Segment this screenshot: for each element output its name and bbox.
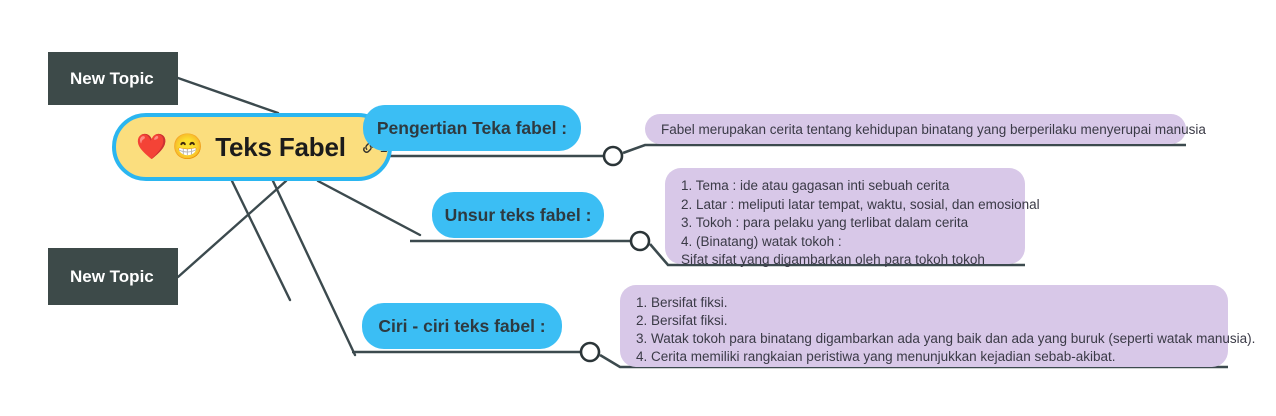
heart-icon: ❤️ xyxy=(136,132,168,161)
edge-branch-fan-2 xyxy=(271,179,357,357)
branch-node-handle-2 xyxy=(629,230,651,252)
grinning-face-icon: 😁 xyxy=(172,132,204,161)
topic-node-1[interactable]: New Topic xyxy=(48,52,178,105)
edge-topic-1 xyxy=(176,76,280,115)
edge-topic-2 xyxy=(176,179,288,279)
branch-node-handle-1 xyxy=(602,145,624,167)
note-line: 1. Tema : ide atau gagasan inti sebuah c… xyxy=(681,178,950,193)
note-line: 3. Watak tokoh para binatang digambarkan… xyxy=(636,331,1256,346)
branch-pill-unsur[interactable]: Unsur teks fabel : xyxy=(432,192,604,238)
note-line: Fabel merupakan cerita tentang kehidupan… xyxy=(661,121,1206,137)
edge-branch-fan-1 xyxy=(230,179,292,302)
branch-pill-pengertian-label: Pengertian Teka fabel : xyxy=(376,117,568,138)
edge-branch-1-underline xyxy=(622,143,1186,155)
branch-pill-unsur-label: Unsur teks fabel : xyxy=(444,204,592,225)
note-box-unsur[interactable]: 1. Tema : ide atau gagasan inti sebuah c… xyxy=(665,168,1040,267)
note-box-pengertian[interactable]: Fabel merupakan cerita tentang kehidupan… xyxy=(645,114,1206,144)
note-line: Sifat sifat yang digambarkan oleh para t… xyxy=(681,252,985,267)
topic-node-1-label: New Topic xyxy=(70,68,154,88)
branch-pill-pengertian[interactable]: Pengertian Teka fabel : xyxy=(363,105,581,151)
root-node[interactable]: ❤️ 😁 Teks Fabel 1 xyxy=(112,113,392,181)
edge-branch-fan-3 xyxy=(316,179,422,237)
note-line: 2. Bersifat fiksi. xyxy=(636,313,728,328)
note-line: 2. Latar : meliputi latar tempat, waktu,… xyxy=(681,196,1040,212)
topic-node-2[interactable]: New Topic xyxy=(48,248,178,305)
root-node-title: Teks Fabel xyxy=(215,131,346,162)
note-line: 4. Cerita memiliki rangkaian peristiwa y… xyxy=(636,349,1116,364)
note-line: 1. Bersifat fiksi. xyxy=(636,295,728,310)
branch-node-handle-3 xyxy=(579,341,601,363)
branch-pill-ciri[interactable]: Ciri - ciri teks fabel : xyxy=(362,303,562,349)
branch-pill-ciri-label: Ciri - ciri teks fabel : xyxy=(378,315,546,336)
note-line: 4. (Binatang) watak tokoh : xyxy=(681,233,842,249)
note-box-ciri[interactable]: 1. Bersifat fiksi. 2. Bersifat fiksi. 3.… xyxy=(620,285,1256,367)
topic-node-2-label: New Topic xyxy=(70,266,154,286)
note-line: 3. Tokoh : para pelaku yang terlibat dal… xyxy=(681,215,969,230)
